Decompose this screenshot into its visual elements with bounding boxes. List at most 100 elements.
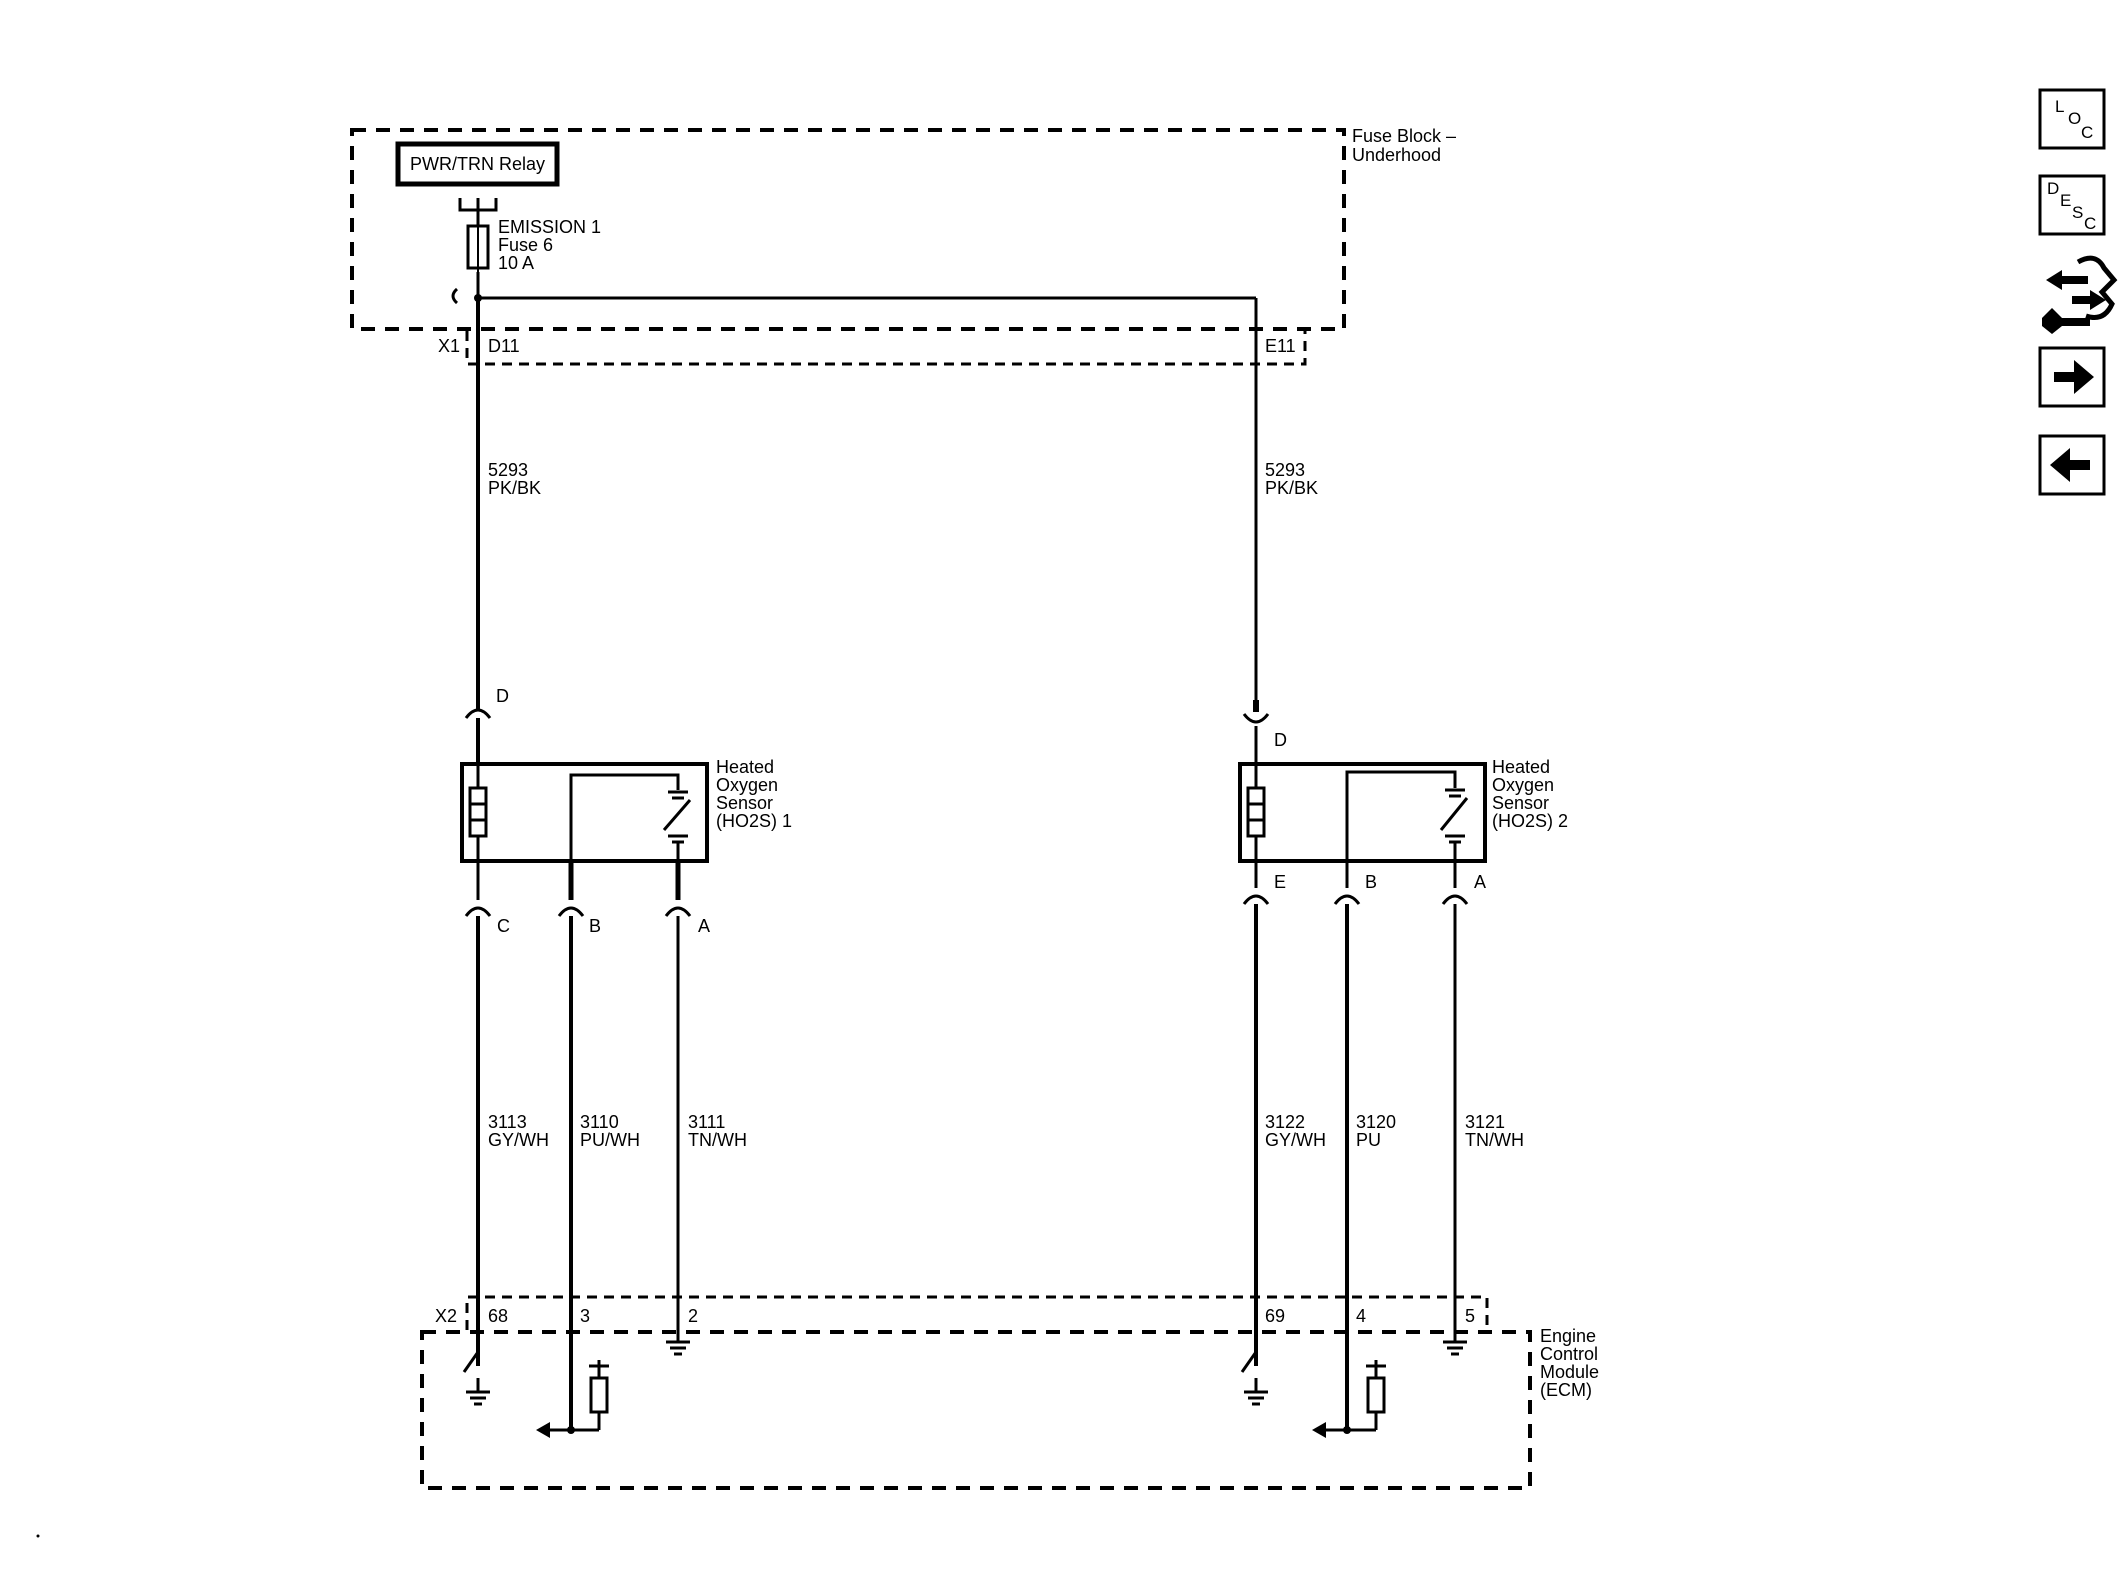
engine-control-module: Engine Control Module (ECM) [420,1326,1599,1490]
ho2s2-name-line1: Heated [1492,757,1550,777]
wire-5293-right-color: PK/BK [1265,478,1318,498]
ho2s2-pin-e-connector [1242,894,1270,905]
ho2s2-body [1238,762,1487,863]
connector-x1-pin-d11: D11 [488,336,520,356]
ecm-pullup-resistor-1 [589,1376,609,1414]
desc-letter-d: D [2047,179,2059,198]
ho2s1-pin-d-label: D [496,686,509,706]
fuse-label-line3: 10 A [498,253,534,273]
loc-button[interactable]: L O C [2038,88,2106,150]
supply-wires: 5293 PK/BK 5293 PK/BK [476,298,1318,710]
pwr-trn-relay-label: PWR/TRN Relay [410,154,545,174]
ho2s1-pin-d-connector [464,708,492,719]
connector-x2-pin-68: 68 [488,1306,508,1326]
signal-wires: 3113 GY/WH 3110 PU/WH 3111 TN/WH 3122 GY… [476,904,1524,1430]
pwr-trn-relay-box [395,141,560,187]
ecm-label-line1: Engine [1540,1326,1596,1346]
relay-terminal-symbol [458,198,498,212]
ho2s2-pin-a-label: A [1474,872,1486,892]
desc-letter-s: S [2072,203,2083,222]
connector-x2-pin-5: 5 [1465,1306,1475,1326]
connector-tool-button[interactable] [2042,255,2118,334]
wire-3120-color: PU [1356,1130,1381,1150]
wire-5293-left-color: PK/BK [488,478,541,498]
ecm-label-line4: (ECM) [1540,1380,1592,1400]
loc-icon[interactable] [2038,88,2106,150]
forward-button[interactable] [2038,346,2106,408]
connector-x2-pin-4: 4 [1356,1306,1366,1326]
ho2s2-name-line2: Oxygen [1492,775,1554,795]
ecm-outline [420,1330,1532,1490]
connector-x1-outline [465,331,1307,366]
ho2s-2: D Heated Oxygen Sensor (HO2S) 2 E B A [1238,700,1568,905]
fuse-block-label-line1: Fuse Block – [1352,126,1456,146]
connector-x2-pin-3: 3 [580,1306,590,1326]
back-button[interactable] [2038,434,2106,496]
ho2s1-name-line3: Sensor [716,793,773,813]
wire-3122-circuit: 3122 [1265,1112,1305,1132]
connector-x1-name: X1 [438,336,460,356]
ho2s2-heater-element [1246,786,1266,838]
ho2s1-body [460,762,709,863]
wire-3120-circuit: 3120 [1356,1112,1396,1132]
desc-icon[interactable] [2038,174,2106,236]
ho2s2-pin-b-label: B [1365,872,1377,892]
ecm-pullup-resistor-2 [1366,1376,1386,1414]
ho2s2-pin-b-connector [1333,894,1361,905]
fuse-label-line2: Fuse 6 [498,235,553,255]
ho2s1-name-line2: Oxygen [716,775,778,795]
ecm-label-line2: Control [1540,1344,1598,1364]
back-arrow-icon[interactable] [2038,434,2106,496]
wire-3122-color: GY/WH [1265,1130,1326,1150]
desc-letter-e: E [2060,191,2071,210]
fuse-block-outline [350,128,1346,331]
desc-button[interactable]: D E S C [2038,174,2106,236]
side-toolbar: L O C D E S C [2038,88,2118,496]
ho2s2-pin-e-label: E [1274,872,1286,892]
wire-3113-circuit: 3113 [488,1112,527,1132]
ho2s1-pin-b-connector [557,906,585,917]
ho2s1-name-line4: (HO2S) 1 [716,811,792,831]
wire-3111-color: TN/WH [688,1130,747,1150]
fuse-block-label-line2: Underhood [1352,145,1441,165]
connector-x2-pin-2: 2 [688,1306,698,1326]
connector-x2-outline [465,1295,1489,1330]
wire-3111-circuit: 3111 [688,1112,725,1132]
connector-x1-pin-e11: E11 [1265,336,1296,356]
wire-3113-color: GY/WH [488,1130,549,1150]
ho2s1-pin-c-label: C [497,916,510,936]
ecm-input-arrow-1 [536,1422,550,1438]
ecm-label-line3: Module [1540,1362,1599,1382]
connector-tool-icon[interactable] [2042,255,2118,334]
ho2s-1: D Heated Oxygen Sensor (HO2S) 1 C B A [460,686,792,936]
connector-x2: X2 68 3 2 69 4 5 [435,1295,1489,1330]
loc-letter-c: C [2081,123,2093,142]
connector-x2-name: X2 [435,1306,457,1326]
ho2s2-name-line4: (HO2S) 2 [1492,811,1568,831]
corner-mark [36,1534,40,1538]
fuse-block-underhood: Fuse Block – Underhood PWR/TRN Relay EMI… [350,126,1456,331]
wire-3110-circuit: 3110 [580,1112,619,1132]
ho2s2-pin-d-connector [1242,713,1270,724]
loc-letter-o: O [2068,109,2081,128]
wire-3121-color: TN/WH [1465,1130,1524,1150]
ho2s1-name-line1: Heated [716,757,774,777]
ho2s1-pin-b-label: B [589,916,601,936]
wire-5293-right-circuit: 5293 [1265,460,1305,480]
ho2s2-pin-d-label: D [1274,730,1287,750]
ho2s1-pin-c-connector [464,906,492,917]
fuse-label-line1: EMISSION 1 [498,217,601,237]
wire-3110-color: PU/WH [580,1130,640,1150]
ho2s2-switch [1439,797,1469,831]
connector-x2-pin-69: 69 [1265,1306,1285,1326]
ecm-heater-switch-1 [462,1351,480,1373]
splice-hook-symbol [451,287,459,305]
wire-3121-circuit: 3121 [1465,1112,1505,1132]
ho2s1-pin-a-connector [664,906,692,917]
loc-letter-l: L [2055,97,2064,116]
ecm-input-arrow-2 [1312,1422,1326,1438]
ho2s1-pin-a-label: A [698,916,710,936]
ho2s1-switch [662,799,692,831]
ecm-heater-switch-2 [1240,1351,1258,1373]
